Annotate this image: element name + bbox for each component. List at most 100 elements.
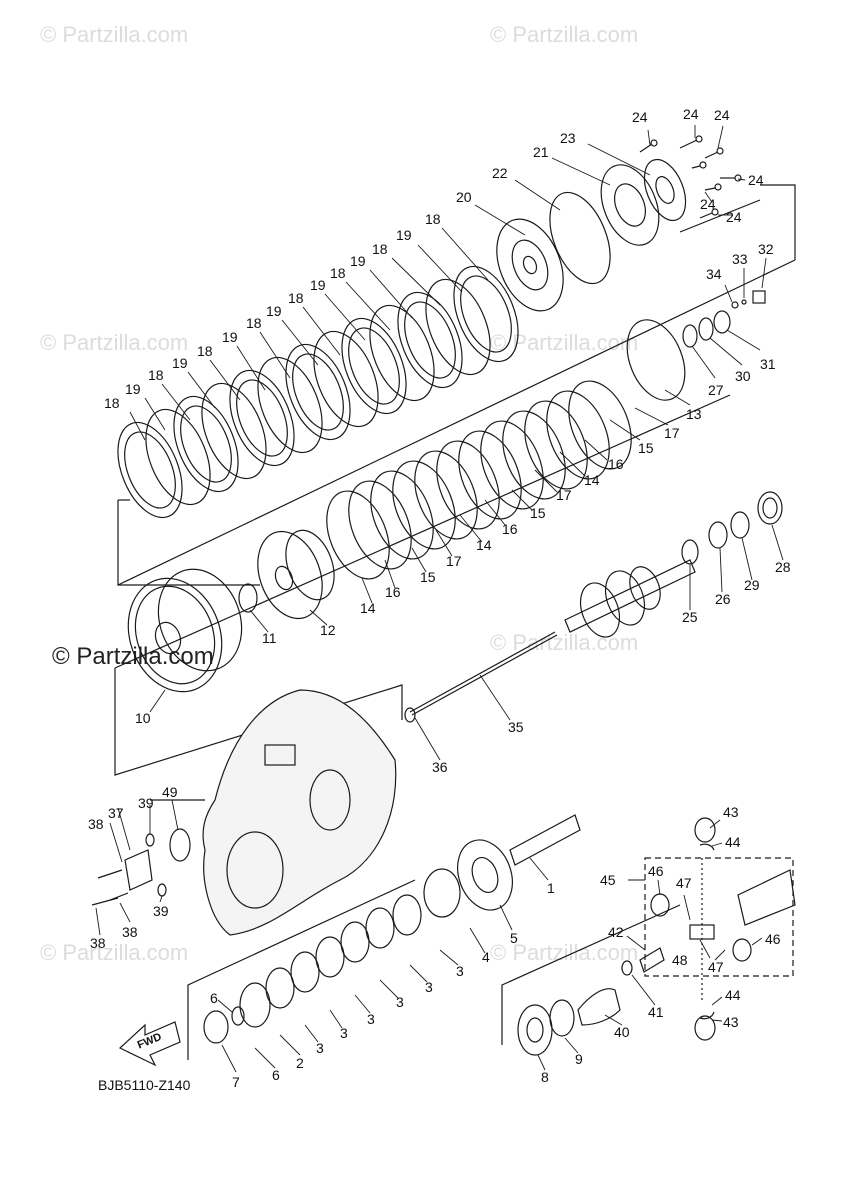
callout-42: 42 bbox=[608, 924, 624, 940]
callout-16: 16 bbox=[502, 521, 518, 537]
crankcase bbox=[202, 689, 397, 936]
callout-41: 41 bbox=[648, 1004, 664, 1020]
upper-plate-stack bbox=[117, 265, 519, 519]
callout-18: 18 bbox=[288, 290, 304, 306]
callout-18: 18 bbox=[246, 315, 262, 331]
watermark-dark: © Partzilla.com bbox=[52, 643, 214, 670]
callout-14: 14 bbox=[584, 472, 600, 488]
callout-19: 19 bbox=[396, 227, 412, 243]
clutch-housing bbox=[127, 529, 335, 693]
callout-3: 3 bbox=[396, 994, 404, 1010]
callout-33: 33 bbox=[732, 251, 748, 267]
callout-7: 7 bbox=[232, 1074, 240, 1090]
callout-3: 3 bbox=[367, 1011, 375, 1027]
callout-1: 1 bbox=[547, 880, 555, 896]
fwd-label: FWD bbox=[136, 1031, 164, 1052]
callout-3: 3 bbox=[456, 963, 464, 979]
callout-38: 38 bbox=[90, 935, 106, 951]
callout-6: 6 bbox=[210, 990, 218, 1006]
callout-13: 13 bbox=[686, 406, 702, 422]
callout-11: 11 bbox=[262, 630, 277, 646]
callout-14: 14 bbox=[476, 537, 492, 553]
fwd-arrow-icon bbox=[118, 1021, 181, 1067]
callout-18: 18 bbox=[425, 211, 441, 227]
callout-24: 24 bbox=[714, 107, 730, 123]
callout-10: 10 bbox=[135, 710, 151, 726]
callout-18: 18 bbox=[330, 265, 346, 281]
pushrod-parts bbox=[626, 290, 766, 401]
callout-35: 35 bbox=[508, 719, 524, 735]
callout-45: 45 bbox=[600, 872, 616, 888]
push-rod bbox=[404, 631, 558, 723]
callout-46: 46 bbox=[648, 863, 664, 879]
watermark: © Partzilla.com bbox=[40, 330, 189, 355]
callout-43: 43 bbox=[723, 1014, 739, 1030]
callout-40: 40 bbox=[614, 1024, 630, 1040]
callout-24: 24 bbox=[748, 172, 764, 188]
callout-19: 19 bbox=[350, 253, 366, 269]
callout-18: 18 bbox=[372, 241, 388, 257]
callout-24: 24 bbox=[700, 196, 716, 212]
callout-38: 38 bbox=[88, 816, 104, 832]
callout-26: 26 bbox=[715, 591, 731, 607]
callout-3: 3 bbox=[425, 979, 433, 995]
leader-lines bbox=[95, 125, 784, 1073]
callout-47: 47 bbox=[708, 959, 724, 975]
callout-22: 22 bbox=[492, 165, 508, 181]
callout-19: 19 bbox=[125, 381, 141, 397]
callout-44: 44 bbox=[725, 834, 741, 850]
callout-39: 39 bbox=[153, 903, 169, 919]
callout-5: 5 bbox=[510, 930, 518, 946]
universal-joint-box bbox=[644, 817, 796, 1041]
callout-18: 18 bbox=[148, 367, 164, 383]
callout-9: 9 bbox=[575, 1051, 583, 1067]
callout-38: 38 bbox=[122, 924, 138, 940]
callout-24: 24 bbox=[632, 109, 648, 125]
callout-34: 34 bbox=[706, 266, 722, 282]
callout-19: 19 bbox=[266, 303, 282, 319]
callout-23: 23 bbox=[560, 130, 576, 146]
diagram-code: BJB5110-Z140 bbox=[98, 1077, 191, 1093]
callout-2: 2 bbox=[296, 1055, 304, 1071]
callout-14: 14 bbox=[360, 600, 376, 616]
watermark: © Partzilla.com bbox=[40, 940, 189, 965]
callout-17: 17 bbox=[664, 425, 680, 441]
callout-24: 24 bbox=[726, 209, 742, 225]
callout-3: 3 bbox=[316, 1040, 324, 1056]
lower-plate-stack bbox=[326, 380, 632, 580]
callout-32: 32 bbox=[758, 241, 774, 257]
callout-17: 17 bbox=[556, 487, 572, 503]
callout-12: 12 bbox=[320, 622, 336, 638]
callout-labels: 18 19 18 19 18 19 18 19 18 19 18 19 18 1… bbox=[88, 106, 791, 1090]
callout-18: 18 bbox=[197, 343, 213, 359]
callout-19: 19 bbox=[310, 277, 326, 293]
callout-25: 25 bbox=[682, 609, 698, 625]
callout-48: 48 bbox=[672, 952, 688, 968]
callout-28: 28 bbox=[775, 559, 791, 575]
callout-21: 21 bbox=[533, 144, 549, 160]
left-small-parts bbox=[91, 799, 205, 906]
callout-29: 29 bbox=[744, 577, 760, 593]
lower-shaft-stack bbox=[187, 814, 581, 1060]
callout-19: 19 bbox=[222, 329, 238, 345]
callout-27: 27 bbox=[708, 382, 724, 398]
callout-3: 3 bbox=[340, 1025, 348, 1041]
callout-36: 36 bbox=[432, 759, 448, 775]
frame-lines bbox=[114, 184, 796, 776]
bolts-24 bbox=[639, 135, 742, 219]
callout-19: 19 bbox=[172, 355, 188, 371]
callout-15: 15 bbox=[638, 440, 654, 456]
callout-15: 15 bbox=[420, 569, 436, 585]
callout-44: 44 bbox=[725, 987, 741, 1003]
callout-4: 4 bbox=[482, 949, 490, 965]
callout-8: 8 bbox=[541, 1069, 549, 1085]
watermark: © Partzilla.com bbox=[490, 940, 639, 965]
callout-16: 16 bbox=[385, 584, 401, 600]
callout-18: 18 bbox=[104, 395, 120, 411]
callout-30: 30 bbox=[735, 368, 751, 384]
callout-39: 39 bbox=[138, 795, 154, 811]
watermark: © Partzilla.com bbox=[40, 22, 189, 47]
callout-17: 17 bbox=[446, 553, 462, 569]
